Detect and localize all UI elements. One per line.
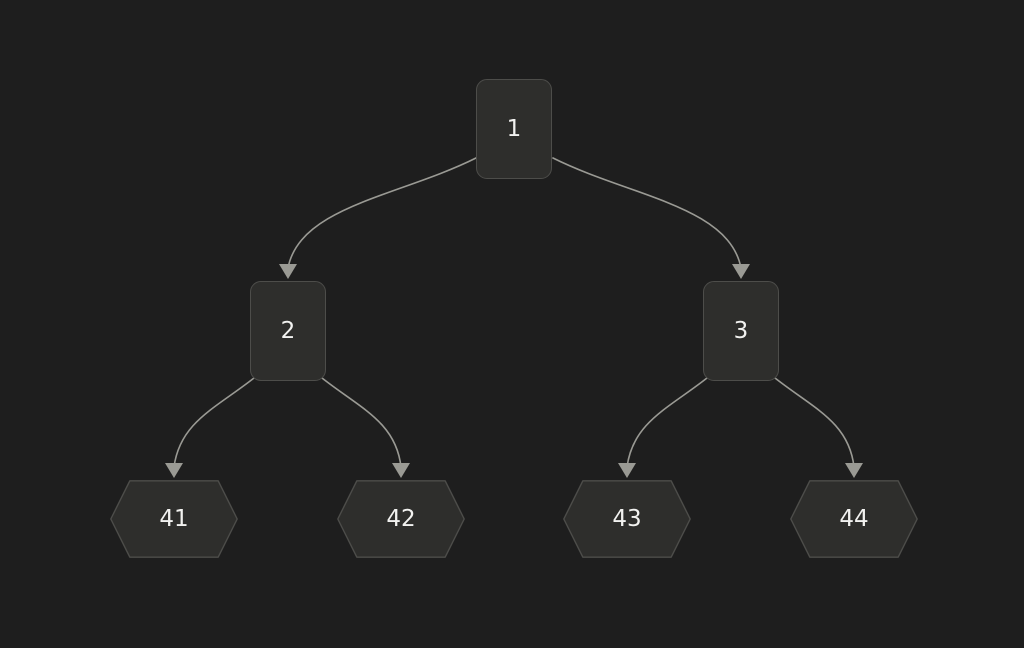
edge-arrowhead: [392, 463, 410, 478]
graph-edge: [626, 377, 708, 468]
graph-node-label: 2: [280, 317, 296, 344]
edge-arrowhead: [845, 463, 863, 478]
graph-node-label: 44: [839, 505, 869, 532]
hexagon-shape: [110, 480, 238, 558]
graph-node-n41[interactable]: 41: [110, 480, 238, 558]
graph-node-n3[interactable]: 3: [703, 281, 779, 381]
graph-node-label: 42: [386, 505, 416, 532]
edge-arrowhead: [279, 264, 297, 279]
hexagon-shape: [790, 480, 918, 558]
graph-edge: [774, 377, 855, 468]
graph-node-label: 3: [733, 317, 749, 344]
graph-node-n2[interactable]: 2: [250, 281, 326, 381]
graph-edge: [287, 157, 477, 269]
graph-node-n1[interactable]: 1: [476, 79, 552, 179]
edge-arrowhead: [165, 463, 183, 478]
edge-arrowhead: [618, 463, 636, 478]
graph-node-n42[interactable]: 42: [337, 480, 465, 558]
graph-edge: [173, 377, 255, 468]
graph-node-n43[interactable]: 43: [563, 480, 691, 558]
edge-arrowhead: [732, 264, 750, 279]
hexagon-shape: [563, 480, 691, 558]
graph-edge: [552, 157, 742, 269]
hexagon-shape: [337, 480, 465, 558]
graph-node-label: 43: [612, 505, 642, 532]
graph-node-n44[interactable]: 44: [790, 480, 918, 558]
graph-node-label: 41: [159, 505, 189, 532]
graph-node-label: 1: [506, 115, 522, 142]
graph-edge: [321, 377, 402, 468]
